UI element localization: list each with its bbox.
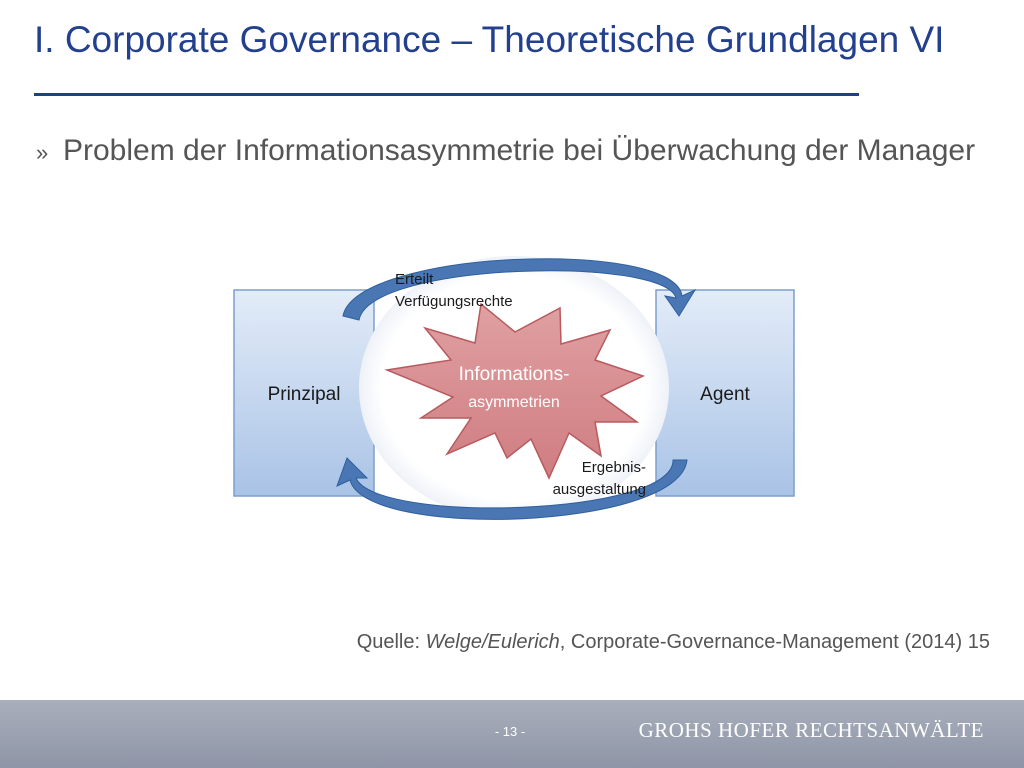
title-underline [34, 93, 859, 96]
information-asymmetry-star [384, 302, 646, 480]
source-authors: Welge/Eulerich [425, 631, 560, 653]
bullet-marker: » [36, 140, 49, 165]
top-cycle-arrow [342, 258, 697, 321]
bullet-text: Problem der Informationsasymmetrie bei Ü… [63, 134, 976, 167]
center-label-line2: asymmetrien [468, 394, 560, 411]
bottom-label-line1: Ergebnis- [582, 459, 646, 476]
bottom-cycle-arrow [336, 457, 688, 520]
source-citation: Quelle: Welge/Eulerich, Corporate-Govern… [357, 631, 990, 654]
prinzipal-label: Prinzipal [268, 384, 341, 405]
principal-agent-diagram: Prinzipal Agent Erteilt Verfügungsrechte… [233, 256, 795, 520]
source-prefix: Quelle: [356, 631, 426, 653]
firm-logo-text: GROHS HOFER RECHTSANWÄLTE [638, 718, 984, 742]
agent-label: Agent [700, 384, 750, 405]
bullet-point: » Problem der Informationsasymmetrie bei… [36, 131, 990, 171]
bottom-label-line2: ausgestaltung [553, 481, 646, 498]
page-number: - 13 - [494, 724, 526, 739]
footer-bar: - 13 - GROHS HOFER RECHTSANWÄLTE [0, 700, 1024, 768]
slide-title: I. Corporate Governance – Theoretische G… [34, 19, 945, 60]
center-label-line1: Informations- [459, 364, 570, 385]
top-label-line1: Erteilt [395, 271, 434, 288]
source-rest: , Corporate-Governance-Management (2014)… [559, 631, 990, 653]
top-label-line2: Verfügungsrechte [395, 293, 513, 310]
